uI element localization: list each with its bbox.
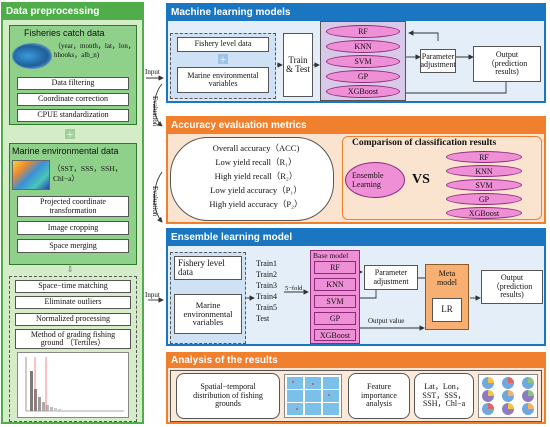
ml-model-gp: GP <box>326 70 400 83</box>
ml-arrows <box>277 30 507 94</box>
base-model-title: Base model <box>313 251 349 260</box>
acc-model-gp: GP <box>446 193 522 205</box>
histogram-image <box>17 352 129 418</box>
step-projected-coordinate: Projected coordinate transformation <box>17 196 129 217</box>
metric-p2: High yield accuracy（P₂） <box>209 199 303 209</box>
catch-map-image <box>12 43 52 69</box>
ml-model-svm: SVM <box>326 55 400 68</box>
base-model-svm: SVM <box>314 295 356 308</box>
step-space-time-matching: Space−time matching <box>15 280 131 293</box>
ml-title: Machine learning models <box>166 3 546 21</box>
compare-title: Comparison of classification results <box>352 138 497 148</box>
step-normalized-processing: Normalized processing <box>15 313 131 326</box>
step-data-filtering: Data filtering <box>17 77 129 90</box>
metric-r1: Low yield recall（R₁） <box>215 157 297 167</box>
env-data-title: Marine environmental data <box>12 146 119 156</box>
evaluation-label-2: Evaluation <box>151 186 159 217</box>
acc-model-knn: KNN <box>446 165 522 177</box>
test-label: Test <box>256 314 270 323</box>
acc-model-xgboost: XGBoost <box>446 207 522 219</box>
ml-output: Output （prediction results) <box>473 46 541 82</box>
catch-data-title: Fisheries catch data <box>24 28 105 38</box>
preprocessing-title: Data preprocessing <box>1 2 144 20</box>
down-arrow-icon: ⇩ <box>66 265 74 274</box>
fold-label: 5−fold <box>285 285 303 292</box>
train-1: Train1 <box>256 259 278 268</box>
metric-r2: High yield recall（R₂） <box>214 171 298 181</box>
catch-data-group <box>9 25 137 125</box>
ml-marine-vars: Marine environmental variables <box>177 67 269 93</box>
base-model-xgboost: XGBoost <box>314 329 356 341</box>
res-map-image <box>284 374 342 418</box>
step-space-merging: Space merging <box>17 239 129 253</box>
train-5: Train5 <box>256 303 278 312</box>
res-vars: Lat，Lon，SST，SSS，SSH，Chl−a <box>414 373 474 419</box>
metrics-cloud <box>170 137 334 221</box>
ens-output: Output （prediction results) <box>481 270 543 304</box>
acc-title: Accuracy evaluation metrics <box>166 116 546 134</box>
base-model-rf: RF <box>314 261 356 274</box>
metric-p1: Low yield accuracy（P₁） <box>210 185 302 195</box>
res-feature: Feature importance analysis <box>348 373 410 419</box>
evaluation-label-1: Evaluation <box>151 96 159 127</box>
meta-lr: LR <box>432 298 462 322</box>
metrics-list: Overall accuracy（ACC) Low yield recall（R… <box>186 141 326 211</box>
step-image-cropping: Image cropping <box>17 221 129 235</box>
meta-model-title: Meta model <box>437 269 457 287</box>
env-vars: （SST，SSS，SSH，Chl−a） <box>53 164 123 183</box>
ml-model-rf: RF <box>326 25 400 38</box>
ml-model-xgboost: XGBoost <box>326 85 400 98</box>
acc-model-rf: RF <box>446 151 522 163</box>
step-grading-method: Method of grading fishing ground （Tertil… <box>15 329 131 349</box>
train-4: Train4 <box>256 292 278 301</box>
plus-icon: + <box>65 127 75 141</box>
res-spatial: Spatial−temporal distribution of fishing… <box>176 373 280 419</box>
step-eliminate-outliers: Eliminate outliers <box>15 296 131 309</box>
step-cpue-standardization: CPUE standardization <box>17 109 129 122</box>
ml-fishery-data: Fishery level data <box>177 37 269 52</box>
ml-plus-icon: + <box>218 52 228 66</box>
ens-marine-vars: Marine environmental variables <box>174 294 242 334</box>
input-label-1: Input <box>145 68 160 76</box>
env-maps-image <box>12 160 50 190</box>
train-2: Train2 <box>256 270 278 279</box>
base-model-gp: GP <box>314 312 356 325</box>
acc-model-svm: SVM <box>446 179 522 191</box>
input-label-2: Input <box>145 291 160 299</box>
step-coordinate-correction: Coordinate correction <box>17 93 129 106</box>
base-model-knn: KNN <box>314 278 356 291</box>
metric-acc: Overall accuracy（ACC) <box>212 143 300 153</box>
vs-label: VS <box>412 172 430 187</box>
train-list: Train1 Train2 Train3 Train4 Train5 Test <box>256 258 277 324</box>
catch-vars: （year，month，lat，lon，hhooks，alb_n) <box>54 42 135 59</box>
ml-model-knn: KNN <box>326 40 400 53</box>
output-value-label: Output value <box>368 317 405 325</box>
train-3: Train3 <box>256 281 278 290</box>
ens-param-adjust: Parameter adjustment <box>364 265 418 290</box>
ml-train-test: Train & Test <box>283 33 313 97</box>
connector-arrows <box>146 75 164 303</box>
res-title: Analysis of the results <box>166 352 546 368</box>
ens-title: Ensemble learning model <box>166 228 546 246</box>
ens-fishery-data: Fishery level data <box>174 256 242 280</box>
ml-param-adjust: Parameter adjustment <box>420 49 456 73</box>
ensemble-learning-oval: Ensemble Learning <box>345 162 405 198</box>
res-pie-image <box>478 374 538 418</box>
